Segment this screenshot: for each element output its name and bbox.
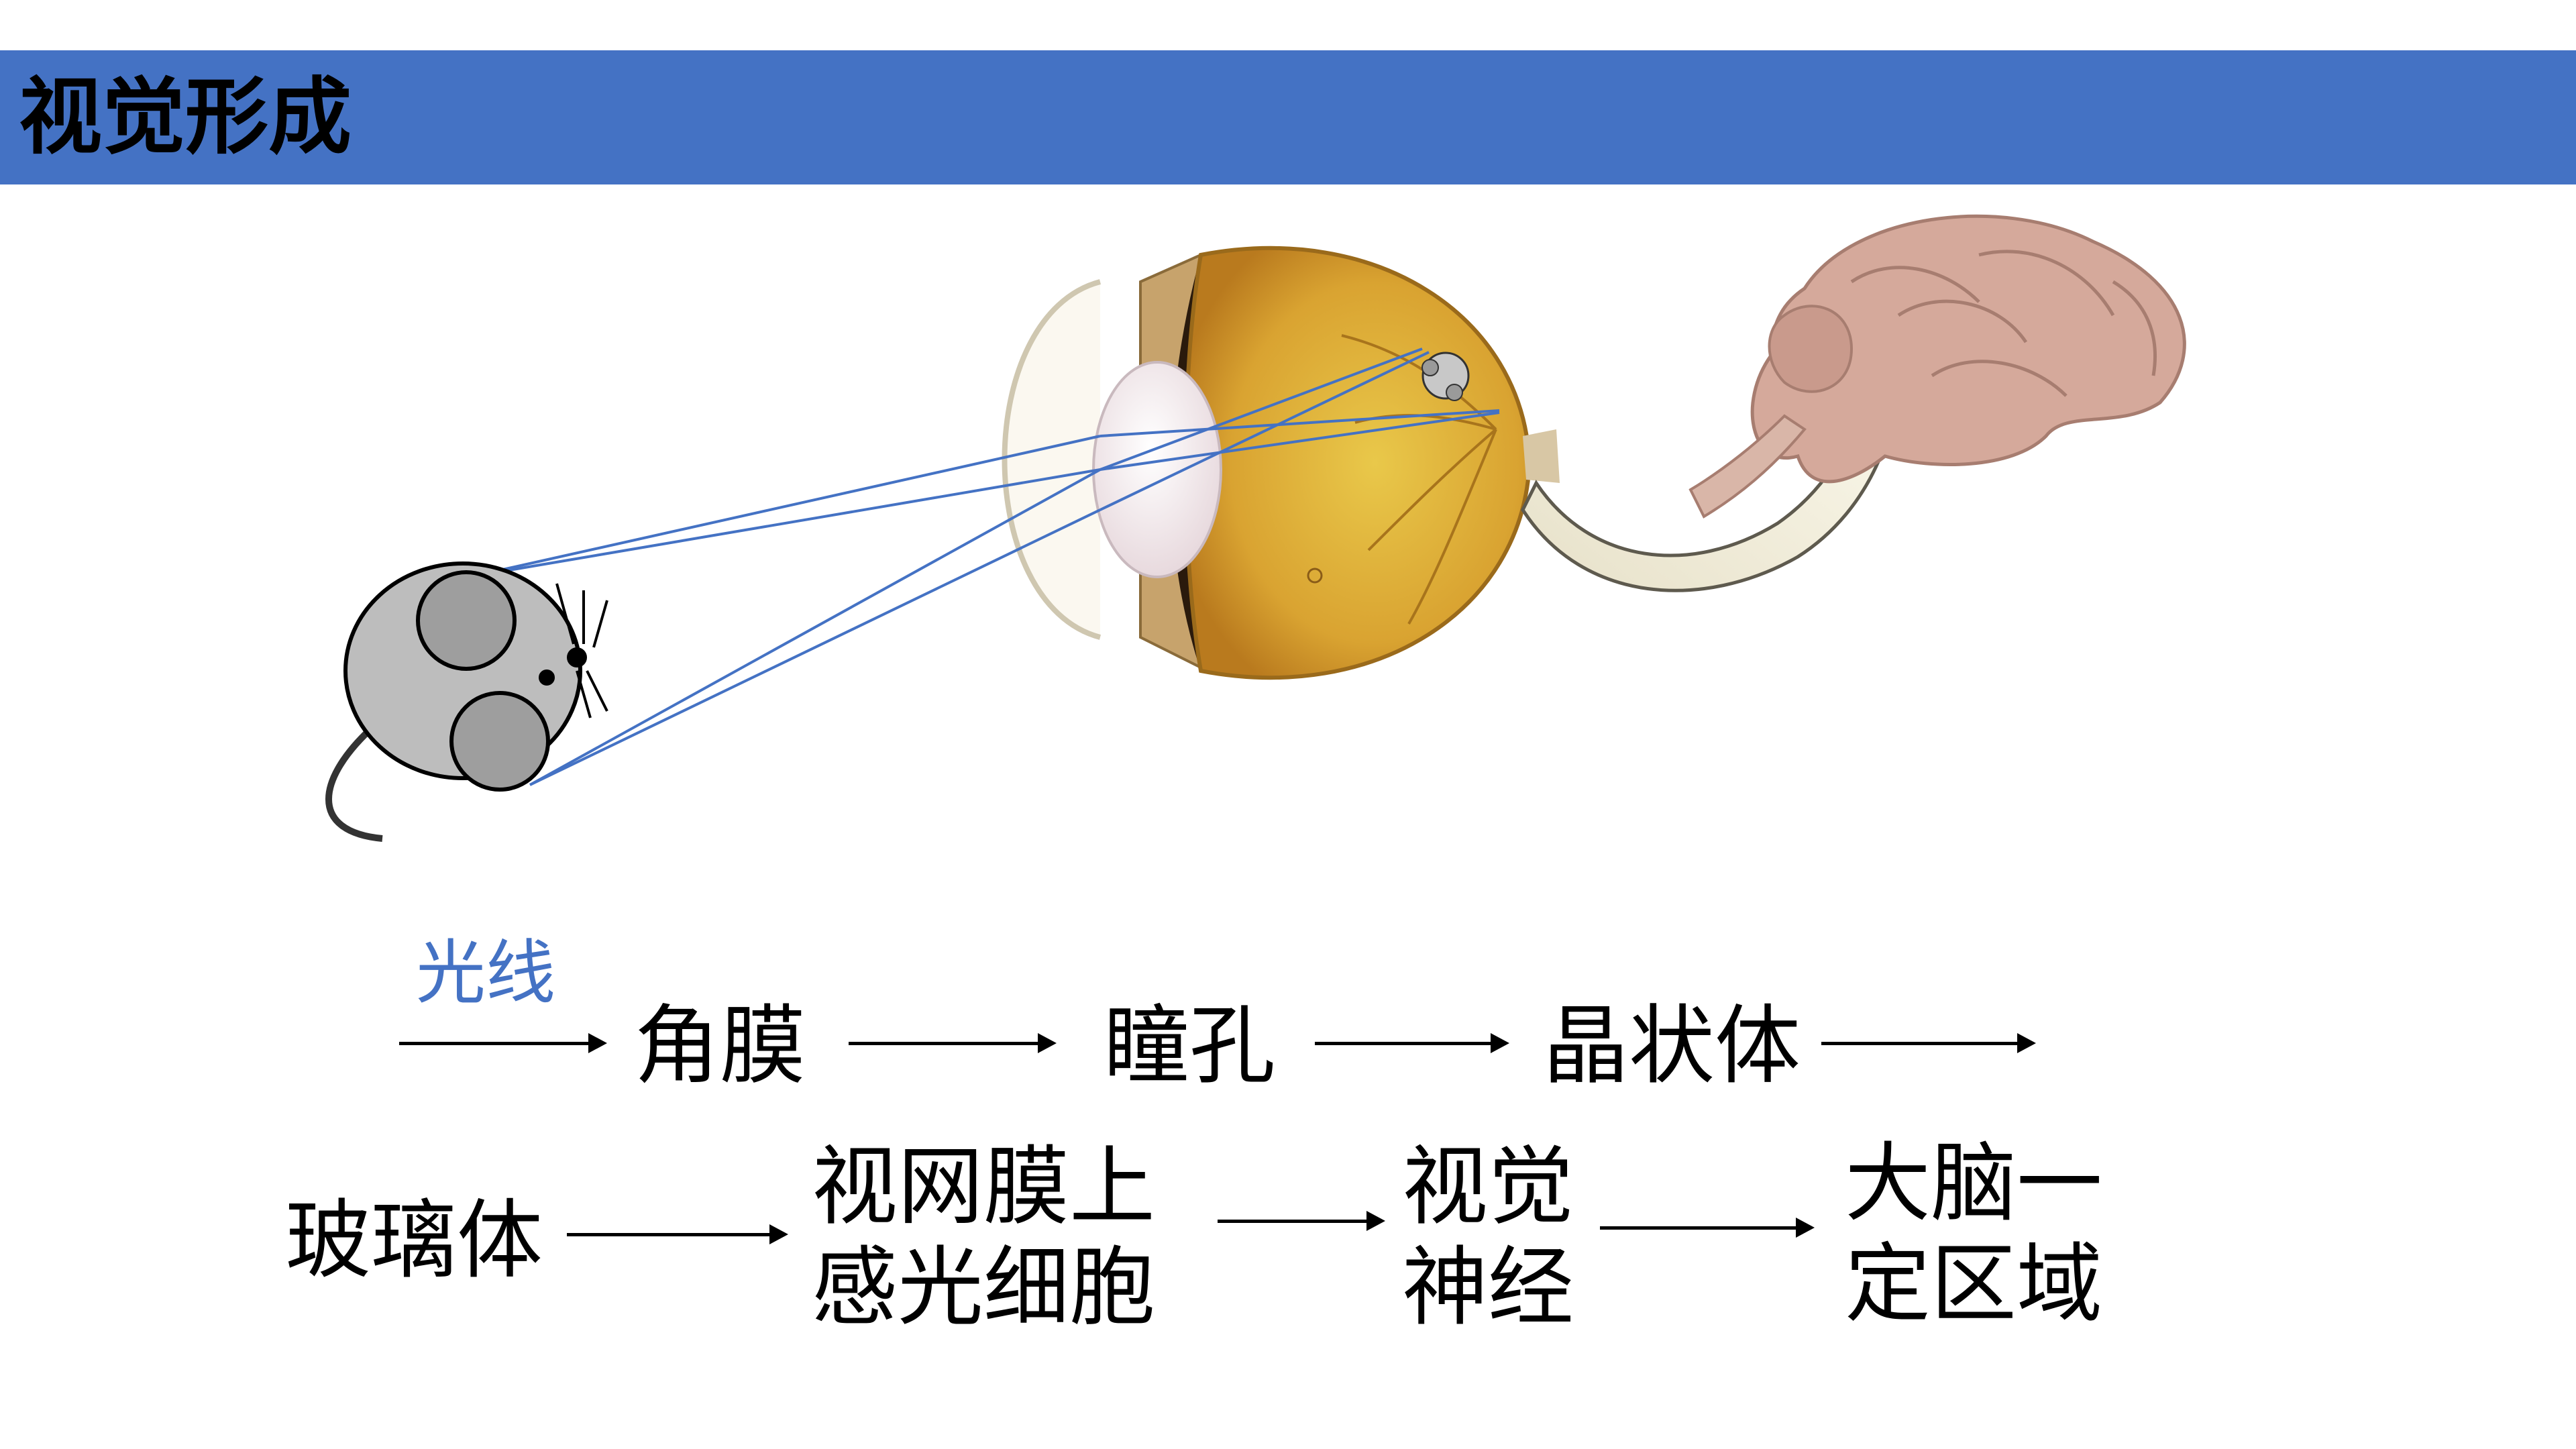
eyeball-cross-section-illustration	[1005, 248, 1560, 678]
mouse-ear-top	[418, 572, 515, 669]
retina-label-line2: 感光细胞	[812, 1238, 1155, 1338]
optic-nerve-label-line1: 视觉	[1402, 1137, 1574, 1238]
vitreous-label: 玻璃体	[285, 1191, 543, 1291]
arrow-right-icon	[1821, 1033, 2036, 1053]
pupil-label: 瞳孔	[1104, 996, 1275, 1097]
arrow-right-icon	[1315, 1033, 1509, 1053]
cornea-label: 角膜	[634, 996, 806, 1097]
lens	[1093, 362, 1221, 577]
arrow-right-icon	[1218, 1211, 1385, 1231]
arrow-right-icon	[1600, 1218, 1815, 1238]
mouse-eye	[541, 672, 553, 684]
brainstem	[1690, 416, 1805, 517]
lens-label: 晶状体	[1543, 996, 1801, 1097]
cerebellum	[1770, 306, 1852, 392]
brain-region-label: 大脑一 定区域	[1845, 1134, 2102, 1335]
mouse-illustration	[329, 564, 607, 839]
vitreous-body	[1186, 248, 1530, 678]
arrow-right-icon	[399, 1033, 607, 1053]
mouse-ear-bottom	[451, 693, 548, 790]
cornea-outline	[1005, 282, 1101, 637]
arrow-right-icon	[849, 1033, 1057, 1053]
light-label: 光线	[416, 932, 555, 1013]
optic-nerve-label-line2: 神经	[1402, 1238, 1574, 1338]
brain-region-label-line1: 大脑一	[1845, 1134, 2102, 1234]
mouse-nose	[569, 649, 585, 665]
retina-label-line1: 视网膜上	[812, 1137, 1155, 1238]
arrow-right-icon	[567, 1224, 788, 1244]
retina-label: 视网膜上 感光细胞	[812, 1137, 1155, 1338]
brain-region-label-line2: 定区域	[1845, 1234, 2102, 1335]
optic-nerve-stub	[1523, 429, 1560, 483]
brain-illustration	[1690, 216, 2184, 517]
optic-nerve-label: 视觉 神经	[1402, 1137, 1574, 1338]
